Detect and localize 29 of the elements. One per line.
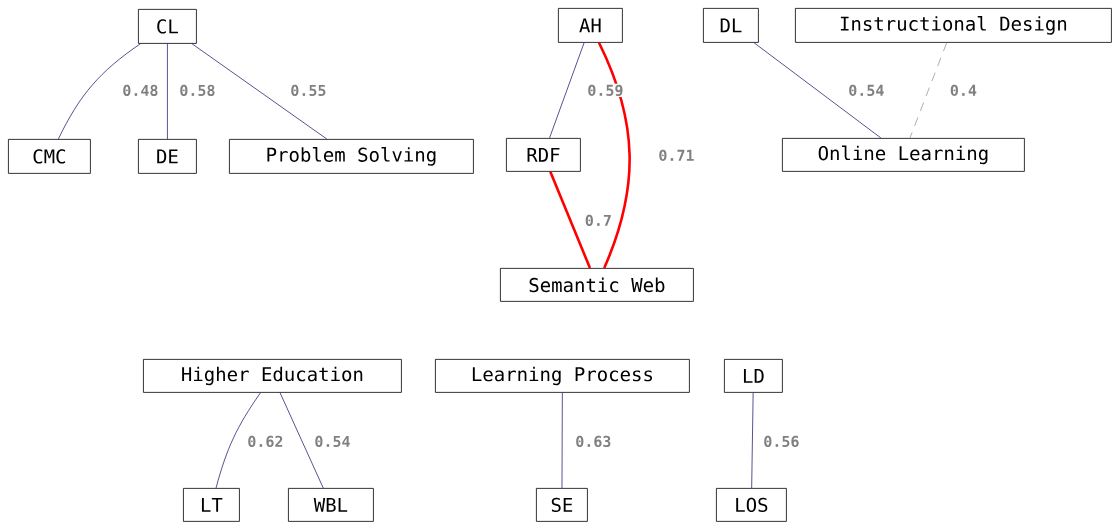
term-box: Learning Process <box>435 359 690 393</box>
connector-line <box>215 392 261 489</box>
connector-line <box>753 42 882 139</box>
term-box: Problem Solving <box>229 139 474 174</box>
connector-line <box>751 392 754 489</box>
term-box: LOS <box>716 488 787 522</box>
connector-line <box>279 392 324 489</box>
term-box: Semantic Web <box>500 268 694 302</box>
connector-line <box>909 42 948 139</box>
connector-line <box>549 171 592 269</box>
term-box: AH <box>558 8 623 43</box>
term-box: Instructional Design <box>795 8 1112 43</box>
term-box: CMC <box>8 139 91 174</box>
term-box: DL <box>703 8 759 43</box>
term-box: DE <box>138 139 197 174</box>
term-box: LT <box>183 488 240 522</box>
connector-line <box>561 392 563 489</box>
connector-line <box>549 42 585 139</box>
connector-line <box>597 42 631 269</box>
connector-line <box>191 43 328 140</box>
term-box: RDF <box>506 138 581 172</box>
term-box: Higher Education <box>143 359 402 393</box>
connector-line <box>167 43 168 140</box>
connector-line <box>57 43 141 140</box>
term-box: WBL <box>288 488 374 522</box>
term-box: Online Learning <box>782 138 1025 172</box>
term-box: LD <box>724 359 783 393</box>
term-box: SE <box>536 488 588 522</box>
term-box: CL <box>138 9 197 44</box>
